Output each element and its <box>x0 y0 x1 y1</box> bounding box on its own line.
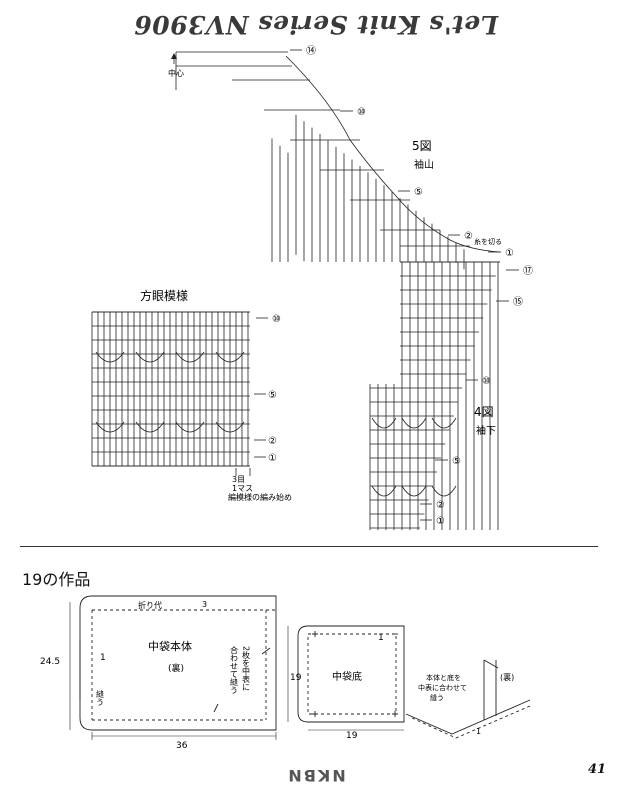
fold-allowance-num: 3 <box>202 600 207 609</box>
sleeve-figure: 4図 <box>474 405 494 419</box>
section-title: 19の作品 <box>22 570 91 589</box>
assembly-note-c: 縫う <box>430 693 444 702</box>
cap-row-label-10: ⑩ <box>357 107 366 118</box>
page-number: 41 <box>588 762 607 777</box>
pattern-row-label-1: ① <box>268 453 277 464</box>
bag-bottom-height: 19 <box>290 673 302 683</box>
assembly-note-a: 本体と底を <box>426 673 461 682</box>
pattern-chart-grid <box>91 311 250 467</box>
sleeve-cap-figure: 5図 <box>412 139 432 153</box>
sleeve-row-label-17: ⑰ <box>523 265 533 277</box>
sleeve-row-label-5: ⑤ <box>452 456 461 467</box>
assembly-note-b: 中表に合わせて <box>418 683 467 692</box>
bag-body-diagram <box>69 595 277 740</box>
pattern-row-label-5: ⑤ <box>268 390 277 401</box>
sleeve-row-label-2: ② <box>436 500 445 511</box>
bag-body-sub: (裏) <box>168 662 184 674</box>
bag-bottom-width: 19 <box>346 731 358 741</box>
pattern-note-stitches: 3目 <box>232 475 245 484</box>
pattern-chart-title: 方眼模様 <box>140 288 188 303</box>
bag-body-height: 24.5 <box>40 657 60 667</box>
assembly-seam: 1 <box>476 727 481 736</box>
bag-body-seam: 1 <box>100 653 106 663</box>
cap-row-label-14: ⑭ <box>306 45 316 57</box>
fold-allowance-label: 折り代 <box>138 600 162 610</box>
bag-bottom-label: 中袋底 <box>332 670 362 683</box>
cap-row-label-2: ② <box>464 231 473 242</box>
bag-body-label: 中袋本体 <box>148 639 192 653</box>
pattern-note-square: 1マス <box>232 484 253 493</box>
bag-body-right-note-b: 合わせて縫う <box>230 645 239 694</box>
sleeve-row-label-15: ⑮ <box>513 296 523 308</box>
cap-row-label-1: ① <box>505 248 514 259</box>
sleeve-cap-grid <box>175 51 501 270</box>
assembly-sub: (裏) <box>500 672 514 682</box>
sleeve-name: 袖下 <box>476 424 496 437</box>
sleeve-row-label-1: ① <box>436 516 445 527</box>
cap-row-label-5: ⑤ <box>414 187 423 198</box>
sleeve-row-label-10: ⑩ <box>482 376 491 387</box>
assembly-diagram <box>405 659 531 739</box>
sleeve-grid <box>369 261 500 530</box>
bag-bottom-seam: 1 <box>378 633 384 643</box>
pattern-row-label-2: ② <box>268 436 277 447</box>
bag-body-left-note: 縫う <box>96 689 105 706</box>
bag-body-width: 36 <box>176 741 188 751</box>
section-divider <box>20 546 598 547</box>
bag-body-right-note-a: 2枚を中表に <box>242 646 251 691</box>
bag-bottom-diagram <box>287 625 405 731</box>
pattern-row-label-10: ⑩ <box>272 314 281 325</box>
cut-yarn-note: 糸を切る <box>474 237 502 246</box>
publisher-logo: NKBN <box>286 766 346 785</box>
sleeve-cap-name: 袖山 <box>414 158 434 171</box>
pattern-note-start: 編模様の編み始め <box>228 492 292 502</box>
